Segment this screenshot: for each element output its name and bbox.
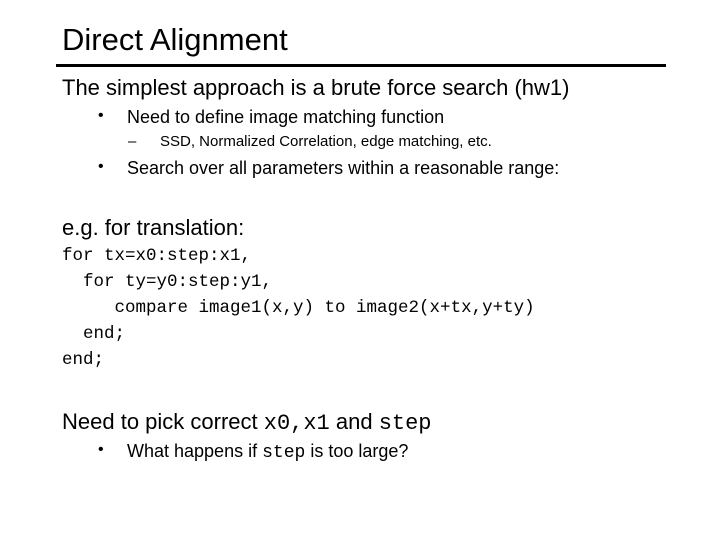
- code-line: compare image1(x,y) to image2(x+tx,y+ty): [62, 298, 535, 318]
- code-line: for ty=y0:step:y1,: [62, 272, 273, 292]
- bullet-matching-function: Need to define image matching function: [127, 107, 445, 127]
- pick-text: Need to pick correct: [62, 409, 264, 434]
- bullet-marker: •: [98, 107, 104, 124]
- code-line: end;: [62, 324, 126, 344]
- bullet-search-parameters: Search over all parameters within a reas…: [127, 158, 560, 178]
- code-line: for tx=x0:step:x1,: [62, 246, 252, 266]
- code-line: end;: [62, 350, 105, 370]
- pick-code-step: step: [378, 411, 432, 436]
- question-text: What happens if: [127, 441, 263, 461]
- bullet-marker: •: [98, 441, 104, 458]
- pick-code-x0-x1: x0,x1: [263, 411, 330, 436]
- question-step-too-large: What happens if step is too large?: [127, 440, 408, 464]
- sub-bullet-methods: SSD, Normalized Correlation, edge matchi…: [160, 133, 492, 150]
- bullet-marker: •: [98, 158, 104, 175]
- slide-title: Direct Alignment: [62, 22, 288, 57]
- question-code-step: step: [262, 443, 306, 463]
- example-heading: e.g. for translation:: [62, 215, 245, 240]
- intro-line: The simplest approach is a brute force s…: [62, 75, 570, 100]
- question-text: is too large?: [305, 441, 409, 461]
- pick-text: and: [329, 409, 379, 434]
- sub-bullet-dash: –: [128, 133, 137, 150]
- pick-parameters-line: Need to pick correct x0,x1 and step: [62, 409, 432, 437]
- title-divider: [56, 64, 666, 67]
